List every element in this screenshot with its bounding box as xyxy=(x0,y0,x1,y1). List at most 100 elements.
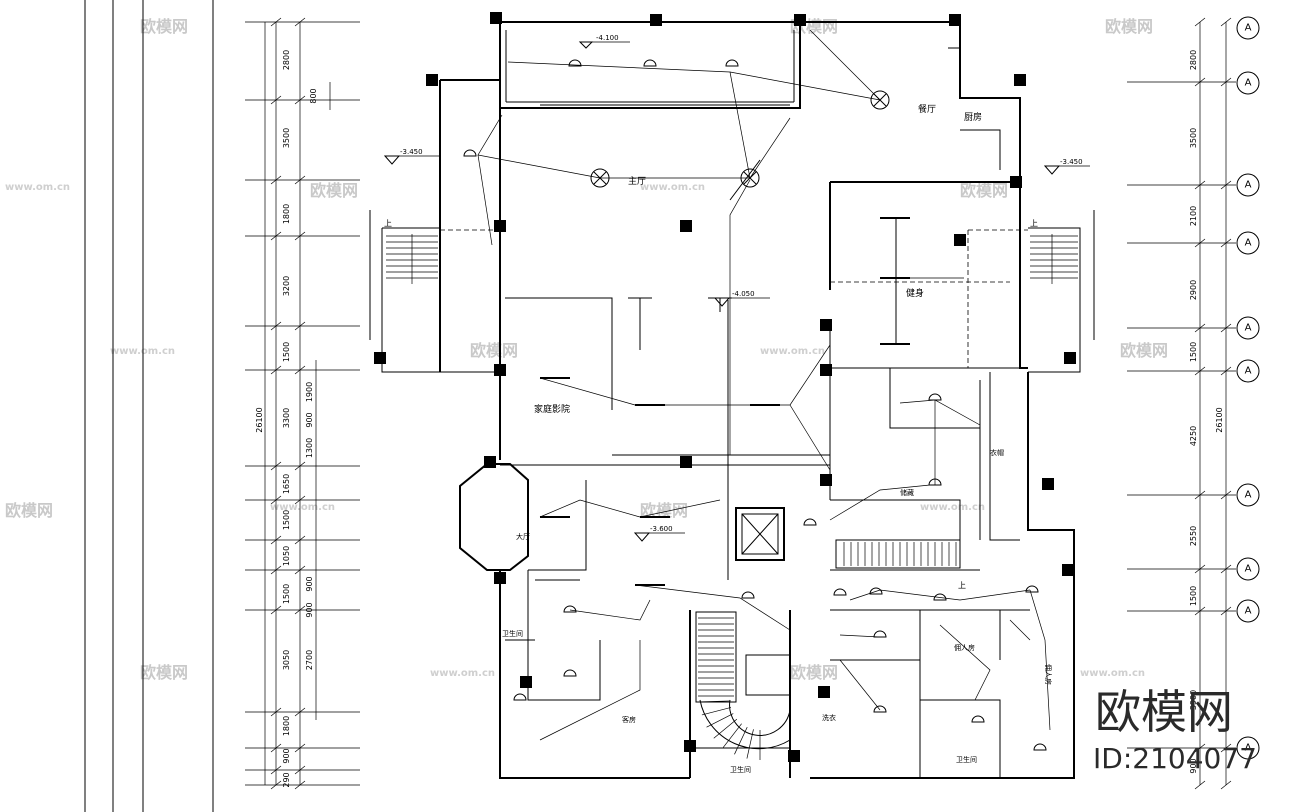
watermark-brand: 欧模网 xyxy=(140,663,188,682)
column xyxy=(794,14,806,26)
svg-text:-3.450: -3.450 xyxy=(400,148,423,156)
wall-lamp-icon xyxy=(513,693,527,701)
structural-columns xyxy=(374,12,1076,762)
dimension-label: 290 xyxy=(282,772,291,787)
dimension-label: 900 xyxy=(305,576,314,591)
column xyxy=(949,14,961,26)
column xyxy=(520,676,532,688)
dimension-label: 1500 xyxy=(1189,342,1198,362)
wall-lamp-icon xyxy=(833,588,847,596)
stair-up-label: 上 xyxy=(958,581,966,590)
dimension-label: 2700 xyxy=(305,650,314,670)
dimension-label: 1900 xyxy=(305,382,314,402)
column xyxy=(680,456,692,468)
watermark-brand: 欧模网 xyxy=(5,501,53,520)
column xyxy=(490,12,502,24)
watermark-brand: 欧模网 xyxy=(1120,341,1168,360)
wall-lamp-icon xyxy=(1025,585,1039,593)
total-dimension-label: 26100 xyxy=(255,407,264,432)
brand-watermark: 欧模网 ID:2104077 xyxy=(1093,685,1257,775)
room-label-dining: 餐厅 xyxy=(918,103,936,115)
room-label-maid-2: 佣人房 xyxy=(1044,664,1053,685)
model-id: ID:2104077 xyxy=(1093,742,1257,775)
dimension-label: 2800 xyxy=(1189,50,1198,70)
wall-lamp-icon xyxy=(725,59,739,67)
wall-lamp-icon xyxy=(873,705,887,713)
svg-text:A: A xyxy=(1245,490,1252,501)
wall-lamp-icon xyxy=(803,518,817,526)
svg-text:A: A xyxy=(1245,78,1252,89)
stair-up-label: 上 xyxy=(384,219,392,228)
dimension-label: 3050 xyxy=(282,650,291,670)
wall-lamp-icon xyxy=(643,59,657,67)
svg-text:A: A xyxy=(1245,238,1252,249)
right-dimension-chain: 2800 3500 2100 2900 1500 4250 2550 1500 … xyxy=(1127,16,1260,790)
dimension-label: 1800 xyxy=(282,204,291,224)
building-walls xyxy=(369,21,1095,779)
watermark-brand: 欧模网 xyxy=(960,181,1008,200)
dimension-label: 2800 xyxy=(282,50,291,70)
right-stair: 上 xyxy=(1030,219,1078,284)
watermark-brand: 欧模网 xyxy=(790,663,838,682)
elevation-marker-right: -3.450 xyxy=(1043,158,1090,175)
svg-text:A: A xyxy=(1245,323,1252,334)
spiral-stair xyxy=(695,611,791,760)
column xyxy=(1010,176,1022,188)
room-label-living: 主厅 xyxy=(628,175,646,187)
axis-bubble: A xyxy=(1236,736,1260,760)
column xyxy=(1014,74,1026,86)
ceiling-lamp-icon xyxy=(590,168,610,188)
svg-text:A: A xyxy=(1245,180,1252,191)
column xyxy=(954,234,966,246)
dimension-label: 3300 xyxy=(282,408,291,428)
room-label-cloakroom: 衣帽 xyxy=(990,448,1004,457)
left-stair: 上 xyxy=(384,219,438,284)
elevation-markers: -4.100 -3.450 -3.450 -4.050 -3.600 xyxy=(383,34,1090,542)
center-stair: 上 xyxy=(835,539,966,590)
dimension-label: 3500 xyxy=(282,128,291,148)
room-label-hall: 大厅 xyxy=(516,532,530,541)
wall-lamp-icon xyxy=(741,591,755,599)
dimension-label: 1300 xyxy=(305,438,314,458)
wall-lamp-icon xyxy=(869,587,883,595)
svg-text:-3.600: -3.600 xyxy=(650,525,673,533)
column xyxy=(680,220,692,232)
watermark-url: www.om.cn xyxy=(430,668,495,679)
dimension-label: 800 xyxy=(309,88,318,103)
dimension-label: 2550 xyxy=(1189,526,1198,546)
svg-text:A: A xyxy=(1245,366,1252,377)
column xyxy=(788,750,800,762)
column xyxy=(426,74,438,86)
wall-lamp-icon xyxy=(933,593,947,601)
column xyxy=(494,220,506,232)
column xyxy=(650,14,662,26)
lighting-wiring xyxy=(463,29,1051,751)
room-label-storage: 储藏 xyxy=(900,488,914,497)
watermark-url: www.om.cn xyxy=(1080,668,1145,679)
room-label-bath-1: 卫生间 xyxy=(502,629,523,638)
dimension-label: 900 xyxy=(1189,758,1198,773)
dimension-label: 2900 xyxy=(1189,280,1198,300)
dimension-label: 1500 xyxy=(1189,586,1198,606)
column xyxy=(684,740,696,752)
watermark-layer: 欧模网 欧模网 欧模网 欧模网 欧模网 欧模网 欧模网 欧模网 欧模网 欧模网 … xyxy=(5,17,1168,682)
column xyxy=(1064,352,1076,364)
dimension-label: 1500 xyxy=(282,584,291,604)
watermark-url: www.om.cn xyxy=(760,346,825,357)
axis-bubble: A xyxy=(1236,557,1260,581)
watermark-brand: 欧模网 xyxy=(1105,17,1153,36)
dimension-label: 900 xyxy=(282,748,291,763)
column xyxy=(1062,564,1074,576)
wall-lamp-icon xyxy=(463,149,477,157)
column xyxy=(494,572,506,584)
column xyxy=(484,456,496,468)
stair-up-label: 上 xyxy=(1030,219,1038,228)
ceiling-lamp-icon xyxy=(870,90,890,110)
column xyxy=(820,364,832,376)
ceiling-lamp-icon xyxy=(740,168,760,188)
watermark-brand: 欧模网 xyxy=(140,17,188,36)
column xyxy=(374,352,386,364)
wall-lamp-icon xyxy=(1033,743,1047,751)
dimension-label: 1650 xyxy=(282,474,291,494)
